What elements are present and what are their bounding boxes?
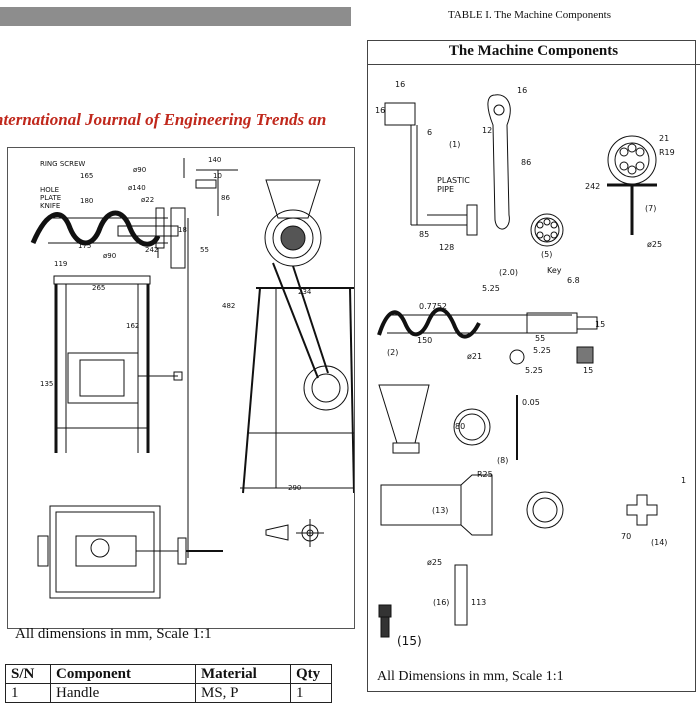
label-plastic: PLASTIC	[437, 176, 470, 185]
components-table: S/N Component Material Qty 1 Handle MS, …	[5, 664, 332, 703]
label-5-25b: 5.25	[533, 346, 551, 355]
label-phi25b: ø25	[427, 558, 442, 567]
front-view	[30, 158, 238, 558]
label-n15: (15)	[397, 634, 422, 648]
label-0-7752: 0.7752	[419, 302, 447, 311]
label-265: 265	[92, 284, 105, 292]
label-plate: PLATE	[40, 194, 61, 202]
label-86: 86	[521, 158, 531, 167]
label-n2: (2)	[387, 348, 398, 357]
label-242: 242	[145, 246, 158, 254]
table-row: 1 Handle MS, P 1	[5, 683, 332, 703]
col-header-material: Material	[195, 664, 291, 684]
label-482: 482	[222, 302, 235, 310]
assembly-drawing-frame: RING SCREW HOLE PLATE KNIFE 165 180 ø90 …	[7, 147, 355, 629]
label-phi21: ø21	[467, 352, 482, 361]
component-13-barrel	[380, 474, 564, 536]
component-14-key	[626, 494, 658, 526]
label-r19: R19	[659, 148, 675, 157]
label-242: 242	[585, 182, 600, 191]
label-70: 70	[621, 532, 631, 541]
col-header-sn: S/N	[5, 664, 51, 684]
label-162: 162	[126, 322, 139, 330]
component-16-pin	[454, 564, 468, 626]
table-caption: TABLE I. The Machine Components	[448, 9, 611, 21]
label-pipe: PIPE	[437, 185, 454, 194]
journal-title: nternational Journal of Engineering Tren…	[0, 110, 327, 129]
component-5-plate	[530, 213, 564, 247]
label-1: 1	[681, 476, 686, 485]
component-2-shaft	[377, 307, 598, 365]
label-85: 85	[419, 230, 429, 239]
label-55: 55	[535, 334, 545, 343]
label-15b: 15	[583, 366, 593, 375]
label-phi90-top: ø90	[133, 166, 146, 174]
label-0-05: 0.05	[522, 398, 540, 407]
label-phi22: ø22	[141, 196, 154, 204]
label-n16: (16)	[433, 598, 449, 607]
component-7-ring	[607, 135, 657, 235]
label-hole: HOLE	[40, 186, 59, 194]
label-55: 55	[200, 246, 209, 254]
label-128: 128	[439, 243, 454, 252]
label-n13: (13)	[432, 506, 448, 515]
label-150: 150	[417, 336, 432, 345]
label-140: 140	[208, 156, 221, 164]
label-12: 12	[482, 126, 492, 135]
label-80: 80	[455, 422, 465, 431]
component-1-handle	[384, 102, 478, 236]
col-header-component: Component	[50, 664, 196, 684]
label-6-8: 6.8	[567, 276, 580, 285]
components-frame	[367, 40, 696, 692]
label-234: 234	[298, 288, 312, 296]
label-n2-0: (2.0)	[499, 268, 518, 277]
col-header-qty: Qty	[290, 664, 332, 684]
label-18: 18	[178, 226, 187, 234]
label-phi90: ø90	[103, 252, 116, 260]
label-119: 119	[54, 260, 67, 268]
components-title: The Machine Components	[448, 43, 619, 59]
label-16c: 16	[517, 86, 527, 95]
side-view	[240, 179, 354, 494]
label-5-25a: 5.25	[482, 284, 500, 293]
label-21: 21	[659, 134, 669, 143]
component-8-hopper	[378, 384, 518, 460]
label-n1: (1)	[449, 140, 460, 149]
label-6: 6	[427, 128, 432, 137]
label-175: 175	[78, 242, 91, 250]
table-header-row: S/N Component Material Qty	[5, 664, 332, 684]
journal-header-bar	[0, 7, 351, 26]
label-16b: 16	[375, 106, 385, 115]
assembly-drawing: RING SCREW HOLE PLATE KNIFE 165 180 ø90 …	[30, 156, 354, 599]
label-16a: 16	[395, 80, 405, 89]
label-phi140: ø140	[128, 184, 146, 192]
label-n8: (8)	[497, 456, 508, 465]
label-key: Key	[547, 266, 562, 275]
components-title-box	[367, 40, 700, 65]
label-180: 180	[80, 197, 93, 205]
label-ring-screw: RING SCREW	[40, 160, 85, 168]
label-86: 86	[221, 194, 230, 202]
right-figure-caption: All Dimensions in mm, Scale 1:1	[377, 669, 564, 684]
component-crank	[487, 94, 511, 230]
left-figure-caption: All dimensions in mm, Scale 1:1	[15, 626, 212, 642]
label-n14: (14)	[651, 538, 667, 547]
component-15-bolt	[378, 604, 392, 638]
label-165: 165	[80, 172, 93, 180]
label-5-25c: 5.25	[525, 366, 543, 375]
label-r25: R25	[477, 470, 493, 479]
label-phi25a: ø25	[647, 240, 662, 249]
label-knife: KNIFE	[40, 202, 60, 210]
label-15a: 15	[595, 320, 605, 329]
components-drawing: 16 16 16 6 (1) 12 86 PLASTIC PIPE 85 128…	[375, 80, 686, 648]
label-113: 113	[471, 598, 486, 607]
label-n5: (5)	[541, 250, 552, 259]
label-n7: (7)	[645, 204, 656, 213]
label-135: 135	[40, 380, 53, 388]
plan-view	[37, 505, 324, 599]
label-10: 10	[213, 172, 222, 180]
label-290: 290	[288, 484, 301, 492]
